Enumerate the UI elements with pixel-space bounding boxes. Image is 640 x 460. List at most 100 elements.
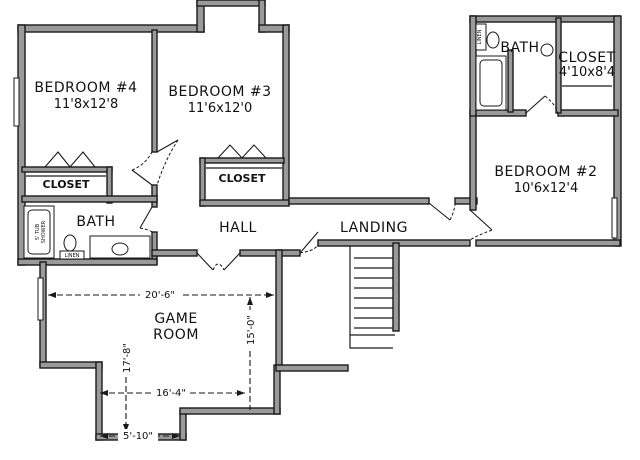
door-b2-landing-swing: [469, 229, 493, 241]
wall-bath-bottom: [17, 258, 158, 266]
door-b3-closet: [217, 144, 267, 159]
fixtures: [23, 23, 612, 260]
door-b2-swing: [449, 202, 456, 221]
dim-arrow: [237, 390, 245, 396]
bath-left-label: BATH: [76, 214, 115, 230]
toilet-right: [486, 31, 500, 49]
game-room-label-1: GAME: [154, 311, 197, 327]
wall-b4-b3-divider: [151, 29, 158, 153]
door-game-right: [223, 252, 241, 271]
wall-hall-bottom-left: [151, 249, 198, 257]
bath-right-label: BATH: [500, 40, 539, 56]
door-landing-swing: [299, 242, 319, 254]
windows: [13, 77, 618, 321]
wall-b3-top-left: [196, 0, 205, 33]
wall-landing-top-right: [454, 197, 478, 205]
sink-right: [540, 43, 554, 57]
toilet-left: [63, 234, 77, 252]
wall-b2-bottom: [475, 239, 621, 247]
wall-bath-closet-divider: [555, 17, 562, 114]
wall-b2-top-right: [557, 109, 619, 117]
door-b4: [131, 169, 153, 186]
dim-bg: [120, 340, 132, 376]
wall-stair-right: [392, 242, 400, 332]
labels: BEDROOM #4 11'8x12'8 BEDROOM #3 11'6x12'…: [34, 29, 615, 442]
game-room-label-2: ROOM: [153, 327, 199, 343]
wall-b3-top-notch: [196, 0, 266, 7]
window-game: [37, 277, 44, 321]
door-b4-closet: [44, 151, 96, 168]
doors: [44, 95, 559, 271]
dim-bg: [140, 288, 180, 300]
wall-b3-closet-left: [199, 157, 206, 207]
wall-game-bottom-mid: [179, 407, 281, 415]
wall-game-step1: [39, 361, 103, 369]
linen-right-label: LINEN: [477, 29, 483, 44]
wall-b3-bottom: [199, 199, 290, 207]
wall-right-left-top: [469, 15, 477, 117]
wall-b2-left-upper: [469, 109, 477, 211]
stair-outline: [349, 246, 395, 336]
linen-left-box: [59, 250, 85, 260]
hall-label: HALL: [219, 220, 257, 236]
door-game-swing: [212, 263, 225, 271]
door-b3-swing: [156, 139, 179, 186]
wall-b4-closet-top: [21, 166, 113, 173]
dim-arrow: [48, 292, 56, 298]
door-bath-left-swing: [139, 227, 153, 233]
wall-b3-right: [282, 24, 290, 206]
wall-game-right-step: [275, 364, 349, 372]
stair-side-rail: [349, 335, 393, 349]
dim-width-bottom: 5'-10": [123, 431, 153, 442]
dim-arrow: [266, 292, 274, 298]
bedroom2-size: 10'6x12'4: [514, 181, 578, 196]
window-b4: [13, 77, 20, 127]
dim-height-right: 15'-0": [246, 315, 257, 345]
door-landing: [299, 231, 319, 254]
door-b4-swing: [131, 151, 153, 171]
dim-width-top: 20'-6": [145, 290, 175, 301]
door-bath-right-swing: [544, 95, 559, 114]
door-b3: [156, 139, 179, 153]
bedroom4-name: BEDROOM #4: [34, 80, 137, 96]
window-b2: [611, 197, 618, 239]
wall-b2-top: [475, 109, 527, 117]
door-b2: [428, 202, 451, 221]
wall-hall-top: [288, 197, 430, 205]
dim-arrow: [172, 433, 180, 439]
dim-arrow: [100, 433, 108, 439]
closet-b2-label: CLOSET: [558, 50, 615, 66]
linen-left-label: LINEN: [65, 253, 80, 259]
closet-b3-label: CLOSET: [219, 172, 266, 185]
wall-right-top: [469, 15, 621, 23]
dim-bg: [118, 429, 158, 441]
door-bath-left: [139, 206, 153, 229]
dim-bg: [152, 386, 190, 398]
stairs: [349, 246, 395, 349]
wall-b4-closet-bottom: [21, 195, 158, 203]
dim-height-left: 17'-8": [122, 343, 133, 373]
tub-right-inner: [479, 59, 503, 107]
dim-arrow: [100, 390, 108, 396]
dim-arrow: [247, 297, 253, 305]
wall-game-step1-v: [95, 361, 103, 441]
bedroom4-size: 11'8x12'8: [54, 97, 118, 112]
dim-bg: [244, 310, 256, 350]
landing-label: LANDING: [340, 220, 408, 236]
tub-shower-label: 5' TUBSHOWER: [35, 220, 47, 243]
bedroom2-name: BEDROOM #2: [494, 164, 597, 180]
sink-left: [111, 242, 129, 256]
linen-right-box: [475, 23, 487, 51]
door-game-left: [196, 252, 214, 271]
tub-left-inner: [27, 209, 51, 255]
wall-game-right: [275, 249, 283, 371]
door-b2-landing: [469, 209, 493, 231]
closet-b2-size: 4'10x8'4: [559, 65, 615, 80]
wall-b4-closet-right: [106, 166, 113, 204]
wall-hall-bottom-right: [239, 249, 301, 257]
dim-width-mid: 16'-4": [156, 388, 186, 399]
bedroom3-size: 11'6x12'0: [188, 101, 252, 116]
wall-b4-top: [17, 24, 205, 33]
door-bath-right: [525, 95, 546, 114]
